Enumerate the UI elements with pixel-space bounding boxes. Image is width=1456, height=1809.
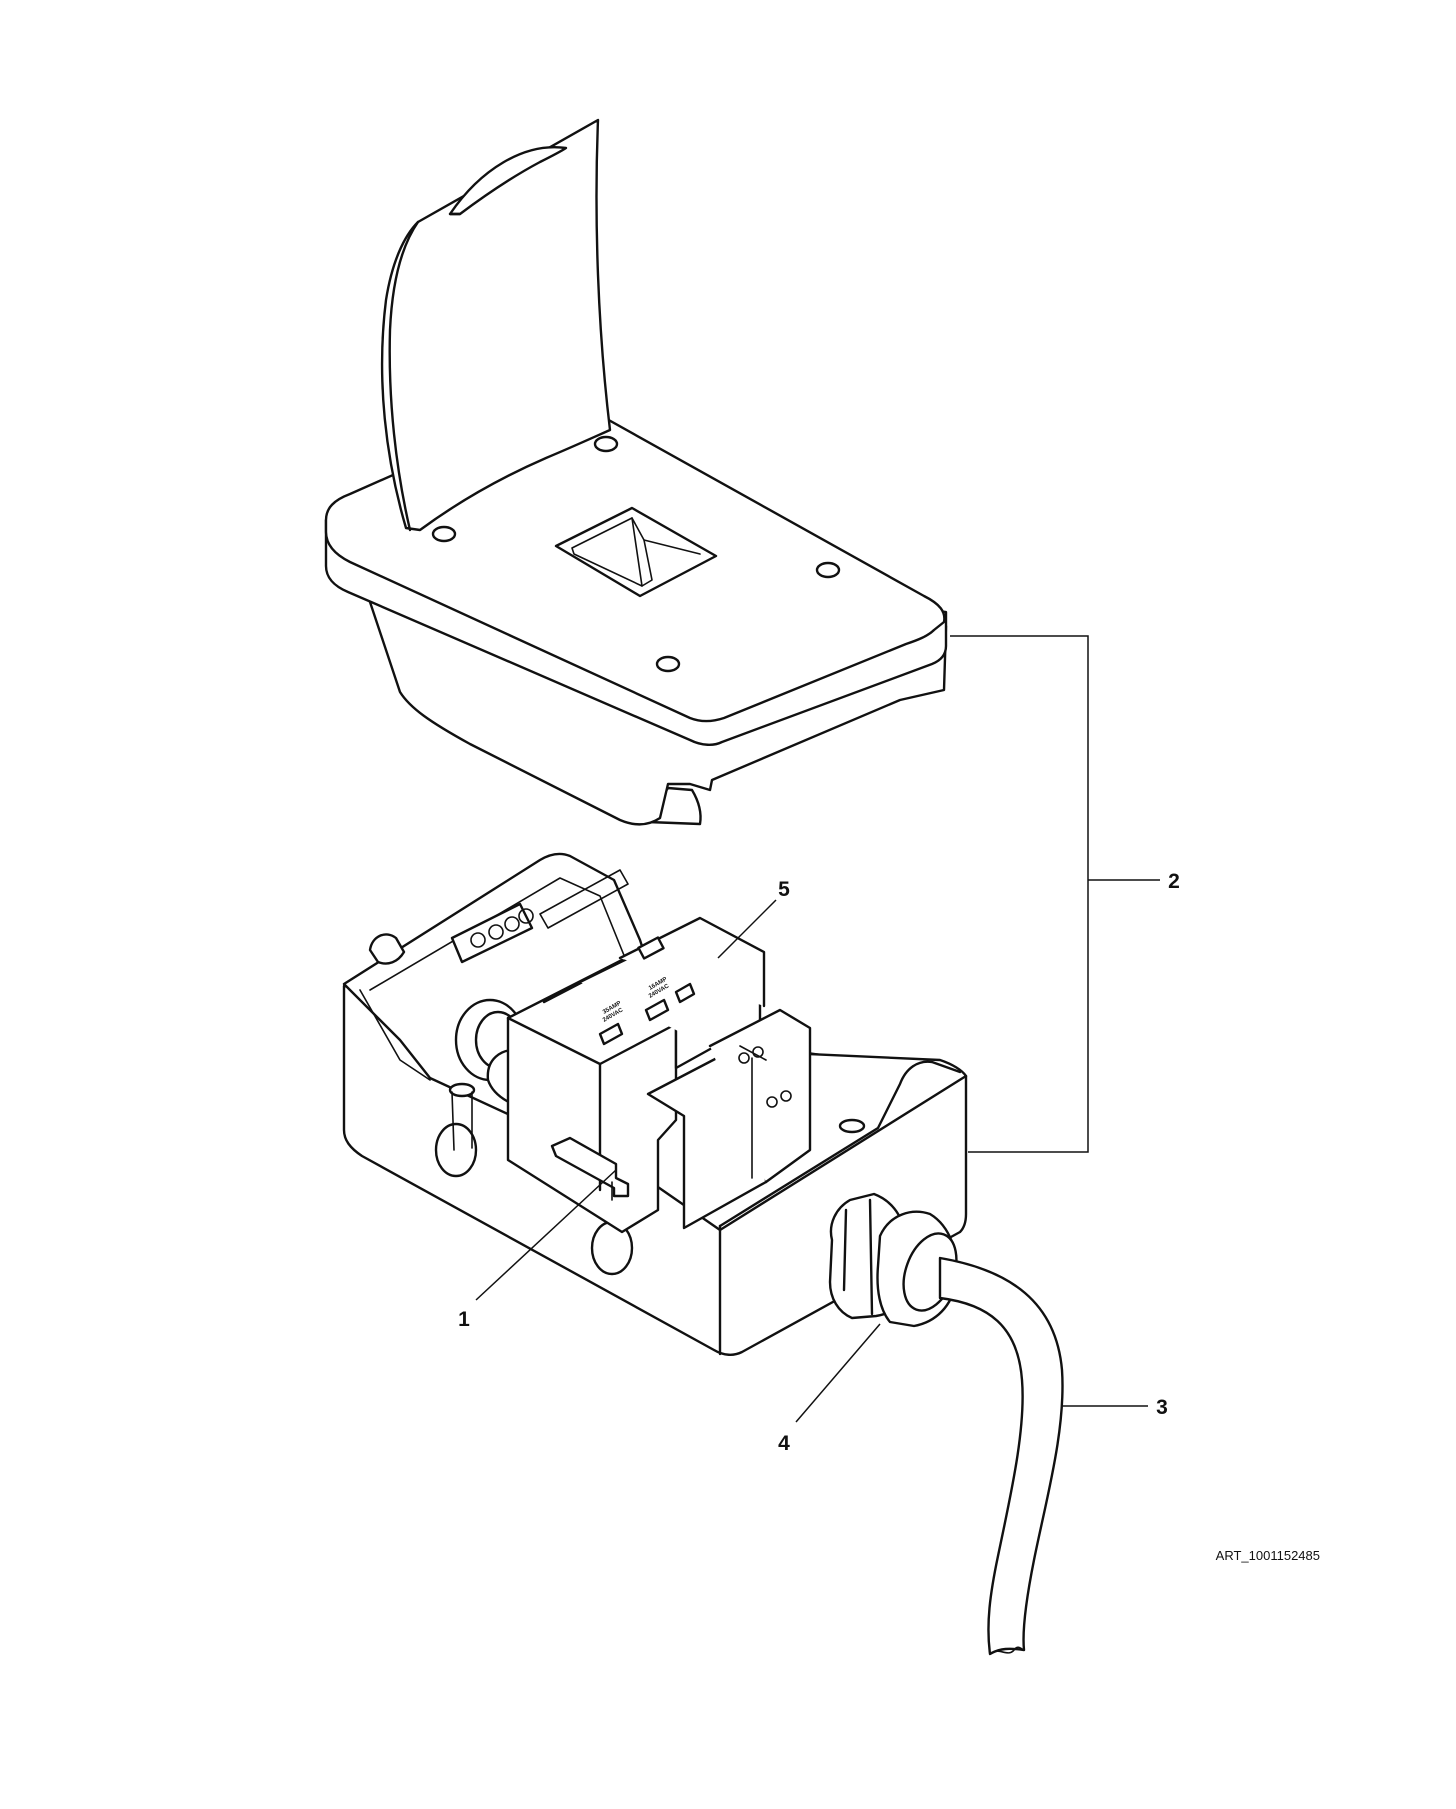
leader-1 [475,1169,617,1301]
callout-label-5: 5 [778,878,790,901]
leader-4 [795,1323,881,1423]
callout-label-3: 3 [1156,1396,1168,1419]
leader-2 [950,635,1089,1153]
enclosure-lid [324,118,948,826]
callout-label-4: 4 [778,1432,790,1455]
circuit-breaker-assembly: 35AMP 240VAC 16AMP 240VAC [506,916,812,1234]
cable-gland [828,1192,958,1328]
callout-label-2: 2 [1168,870,1180,893]
art-number: ART_1001152485 [1215,1548,1320,1563]
leader-5 [717,899,777,959]
callout-labels: 5 2 1 3 4 [458,870,1180,1455]
callout-leaders [475,635,1160,1423]
power-cable [938,1256,1064,1656]
callout-label-1: 1 [458,1308,470,1331]
